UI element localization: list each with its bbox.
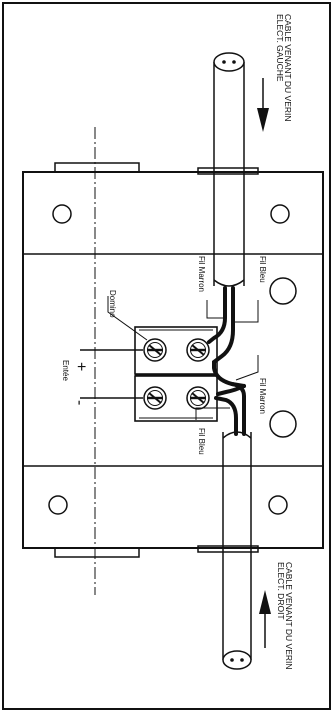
label-top-cable-line2: ELECT. GAUCHE [275,14,285,82]
cable-top-cut-end [213,279,245,287]
leader-domino [107,296,148,341]
cable-entry-hole-upper [269,277,297,305]
enclosure-body [22,171,324,549]
outer-frame [2,2,331,710]
label-fil-marron-mid: Fil Marron [258,378,267,414]
cable-bottom-end [222,650,252,670]
mounting-hole-bottom-right [268,495,288,515]
label-bottom-cable-line1: CABLE VENANT DU VERIN [284,562,294,670]
cable-bottom-core-2 [240,658,244,662]
label-top-cable-line1: CABLE VENANT DU VERIN [283,14,293,122]
label-bottom-cable-line2: ELECT. DROIT [276,562,286,620]
lid-tab-top [54,162,140,173]
screw-terminal-4 [186,386,210,410]
arrow-top-down [257,78,269,132]
label-domino: Domino [108,290,117,318]
screw-terminal-3 [143,386,167,410]
label-plus-sign: + [77,359,86,376]
label-minus-sign: - [71,400,88,405]
gland-collar-bottom [197,545,259,553]
wire-top-marron [207,286,227,344]
cable-top-end [213,52,245,72]
leader-fil-marron-mid [235,355,259,381]
wire-top-bleu [212,286,246,388]
label-fil-bleu-bottom: Fil Bleu [197,428,206,455]
mounting-hole-bottom-left [48,495,68,515]
mounting-hole-top-left [52,204,72,224]
leader-fil-marron-top [206,300,224,319]
arrow-bottom-up [259,590,271,648]
mounting-hole-top-right [270,204,290,224]
gland-collar-top [197,167,259,175]
label-entree: Entée [61,360,70,381]
cable-entry-hole-lower [269,410,297,438]
cable-top-core-2 [232,60,236,64]
leader-fil-bleu-bottom [195,407,230,420]
screw-terminal-1 [143,338,167,362]
cable-bottom-sheath [222,432,252,660]
label-fil-bleu-top: Fil Bleu [258,256,267,283]
cable-top-core-1 [222,60,226,64]
label-fil-marron-top: Fil Marron [197,256,206,292]
screw-terminal-2 [186,338,210,362]
wire-bottom-bleu [214,396,238,436]
wire-bottom-marron-2 [230,382,246,436]
cable-bottom-core-1 [230,658,234,662]
cable-top-sheath [213,62,245,286]
leader-fil-bleu-top [234,300,259,323]
lid-tab-bottom [54,547,140,558]
